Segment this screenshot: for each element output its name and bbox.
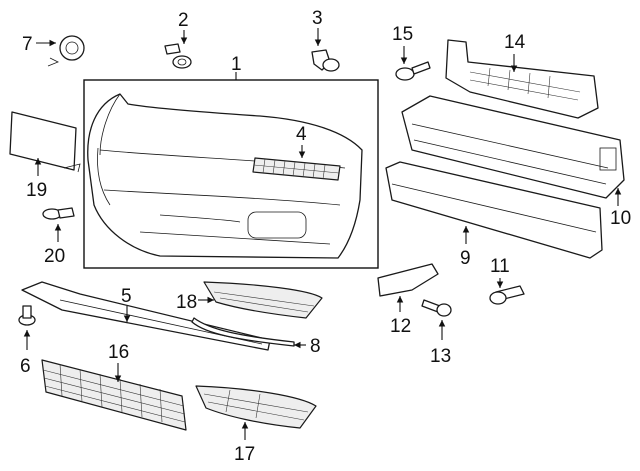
callout-2: 2 <box>178 10 189 44</box>
part-upper-bracket-14[interactable] <box>445 39 599 119</box>
callout-6: 6 <box>20 330 31 377</box>
part-reinforcement-beam-10[interactable] <box>401 95 625 199</box>
callout-label: 18 <box>176 292 197 313</box>
callout-label: 10 <box>610 208 631 229</box>
callout-label: 14 <box>504 32 526 53</box>
part-pin-6[interactable] <box>18 305 36 326</box>
part-upper-grille-insert[interactable] <box>252 157 341 181</box>
part-bolt-13[interactable] <box>421 299 452 317</box>
part-fog-grille-18[interactable] <box>203 281 323 319</box>
callout-7: 7 <box>22 34 56 55</box>
callout-12: 12 <box>390 296 411 337</box>
part-lower-grille-16[interactable] <box>41 359 187 431</box>
callout-label: 20 <box>44 246 65 267</box>
callout-16: 16 <box>108 342 129 382</box>
part-absorber-9[interactable] <box>385 161 603 259</box>
callout-label: 9 <box>460 248 471 269</box>
callout-15: 15 <box>392 24 413 64</box>
callout-10: 10 <box>610 188 631 229</box>
callout-label: 1 <box>231 54 242 75</box>
callout-11: 11 <box>490 256 510 288</box>
bumper-cover-frame <box>83 79 379 269</box>
part-bolt-11[interactable] <box>489 285 525 305</box>
callout-4: 4 <box>296 124 307 158</box>
part-push-clip-20[interactable] <box>42 207 75 220</box>
part-clip-nut-3[interactable] <box>311 49 340 72</box>
callout-17: 17 <box>234 422 255 465</box>
part-bolt-15[interactable] <box>395 61 431 81</box>
callout-label: 17 <box>234 444 255 465</box>
callout-3: 3 <box>312 8 323 46</box>
callout-5: 5 <box>121 286 132 322</box>
callout-label: 5 <box>121 286 132 307</box>
callout-14: 14 <box>504 32 526 72</box>
callout-label: 3 <box>312 8 323 29</box>
callout-label: 2 <box>178 10 189 31</box>
callout-label: 15 <box>392 24 413 45</box>
part-license-bracket-19[interactable] <box>9 111 81 173</box>
callout-13: 13 <box>430 320 451 367</box>
callout-label: 16 <box>108 342 129 363</box>
part-cap-7[interactable] <box>47 35 85 67</box>
part-screw-2[interactable] <box>164 43 192 69</box>
callout-19: 19 <box>26 158 47 201</box>
callout-label: 7 <box>22 34 33 55</box>
callout-label: 6 <box>20 356 31 377</box>
callout-8: 8 <box>294 336 321 357</box>
callout-1: 1 <box>231 54 242 80</box>
part-bracket-12[interactable] <box>377 263 439 297</box>
part-bumper-cover[interactable] <box>87 93 363 259</box>
callout-label: 11 <box>490 256 510 277</box>
callout-label: 19 <box>26 180 47 201</box>
callout-9: 9 <box>460 226 471 269</box>
callout-label: 4 <box>296 124 307 145</box>
callout-label: 8 <box>310 336 321 357</box>
callout-18: 18 <box>176 292 214 313</box>
callout-label: 13 <box>430 346 451 367</box>
part-fog-grille-17[interactable] <box>195 385 317 429</box>
callout-label: 12 <box>390 316 411 337</box>
callout-20: 20 <box>44 224 65 267</box>
